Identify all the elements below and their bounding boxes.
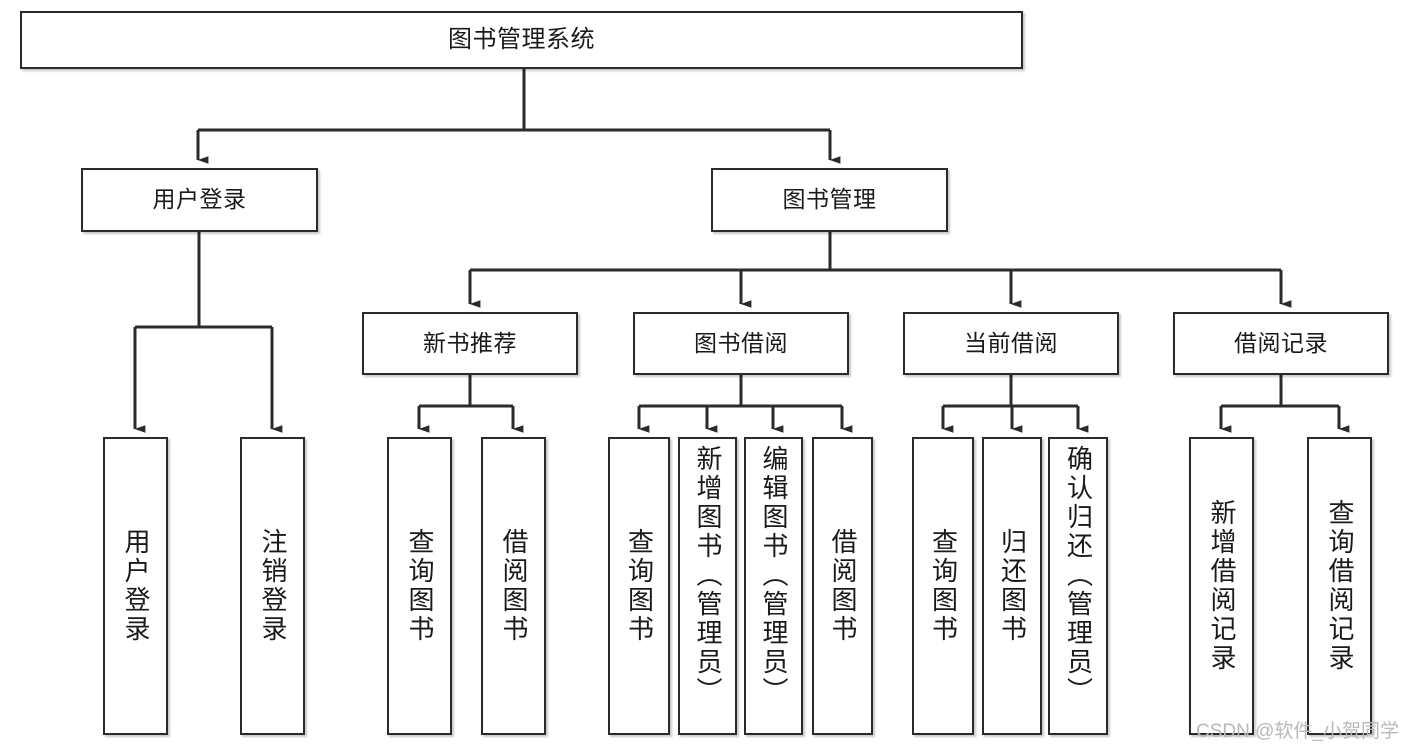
node-leaf-borrow-book-bor[interactable]: 借阅图书 bbox=[812, 437, 873, 735]
node-leaf-borrow-book-rec-label: 借阅图书 bbox=[499, 528, 530, 644]
node-book-borrow-label: 图书借阅 bbox=[694, 329, 788, 356]
node-leaf-user-login-label: 用户登录 bbox=[121, 528, 152, 644]
node-leaf-borrow-book-bor-label: 借阅图书 bbox=[828, 528, 859, 644]
node-leaf-add-borrow-rec[interactable]: 新增借阅记录 bbox=[1189, 437, 1254, 735]
node-leaf-query-book-bor-label: 查询图书 bbox=[624, 528, 655, 644]
watermark-text: CSDN @软件_小贺同学 bbox=[1196, 721, 1399, 742]
node-leaf-query-book-bor[interactable]: 查询图书 bbox=[608, 437, 670, 735]
node-leaf-return-book-label: 归还图书 bbox=[997, 528, 1028, 644]
node-book-manage[interactable]: 图书管理 bbox=[711, 168, 948, 232]
node-new-book-rec[interactable]: 新书推荐 bbox=[362, 312, 578, 375]
node-leaf-add-book-admin[interactable]: 新增图书（管理员） bbox=[678, 437, 737, 735]
node-leaf-confirm-return-label: 确认归还（管理员） bbox=[1063, 445, 1094, 706]
node-user-login-label: 用户登录 bbox=[152, 186, 247, 213]
node-book-manage-label: 图书管理 bbox=[782, 186, 877, 213]
node-leaf-query-borrow-rec-label: 查询借阅记录 bbox=[1325, 499, 1356, 673]
node-current-borrow-label: 当前借阅 bbox=[964, 329, 1058, 356]
node-leaf-query-book-rec-label: 查询图书 bbox=[405, 528, 436, 644]
node-leaf-query-book-cur-label: 查询图书 bbox=[928, 528, 959, 644]
node-leaf-logout-label: 注销登录 bbox=[258, 528, 289, 644]
node-current-borrow[interactable]: 当前借阅 bbox=[903, 312, 1119, 375]
node-leaf-borrow-book-rec[interactable]: 借阅图书 bbox=[481, 437, 546, 735]
node-leaf-edit-book-admin-label: 编辑图书（管理员） bbox=[759, 445, 790, 706]
node-leaf-add-borrow-rec-label: 新增借阅记录 bbox=[1207, 499, 1238, 673]
node-new-book-rec-label: 新书推荐 bbox=[423, 329, 517, 356]
node-root[interactable]: 图书管理系统 bbox=[20, 11, 1023, 69]
node-leaf-add-book-admin-label: 新增图书（管理员） bbox=[693, 445, 724, 706]
node-borrow-record-label: 借阅记录 bbox=[1234, 329, 1328, 356]
node-leaf-confirm-return[interactable]: 确认归还（管理员） bbox=[1048, 437, 1108, 735]
node-book-borrow[interactable]: 图书借阅 bbox=[633, 312, 849, 375]
node-user-login[interactable]: 用户登录 bbox=[81, 168, 318, 232]
node-leaf-edit-book-admin[interactable]: 编辑图书（管理员） bbox=[744, 437, 803, 735]
node-root-label: 图书管理系统 bbox=[448, 25, 595, 53]
node-leaf-query-book-rec[interactable]: 查询图书 bbox=[387, 437, 452, 735]
node-leaf-query-book-cur[interactable]: 查询图书 bbox=[912, 437, 974, 735]
node-leaf-return-book[interactable]: 归还图书 bbox=[982, 437, 1042, 735]
node-leaf-user-login[interactable]: 用户登录 bbox=[103, 437, 168, 735]
node-leaf-query-borrow-rec[interactable]: 查询借阅记录 bbox=[1307, 437, 1372, 735]
node-borrow-record[interactable]: 借阅记录 bbox=[1173, 312, 1389, 375]
node-leaf-logout[interactable]: 注销登录 bbox=[240, 437, 305, 735]
